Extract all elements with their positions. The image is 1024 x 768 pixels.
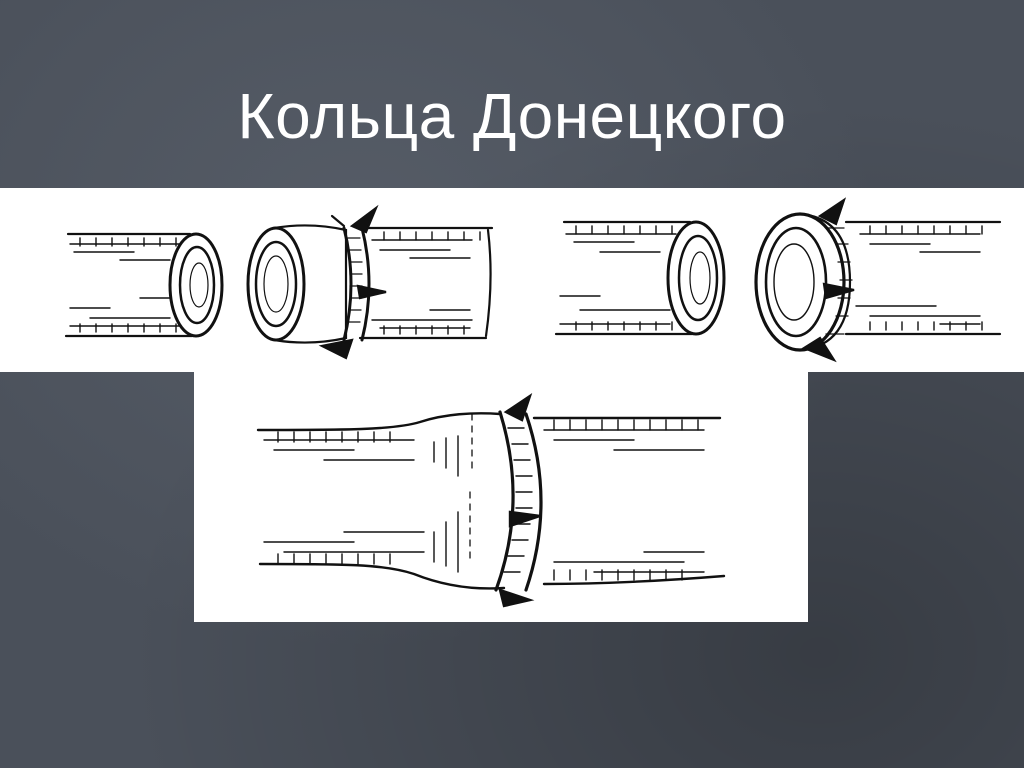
- slide-title: Кольца Донецкого: [237, 80, 787, 152]
- bottom-illustration-panel: [194, 372, 808, 622]
- donetsky-ring-joined-vessel-icon: [256, 393, 726, 608]
- donetsky-rings-before-joining-icon: [64, 197, 1002, 363]
- top-illustration-panel: [0, 188, 1024, 372]
